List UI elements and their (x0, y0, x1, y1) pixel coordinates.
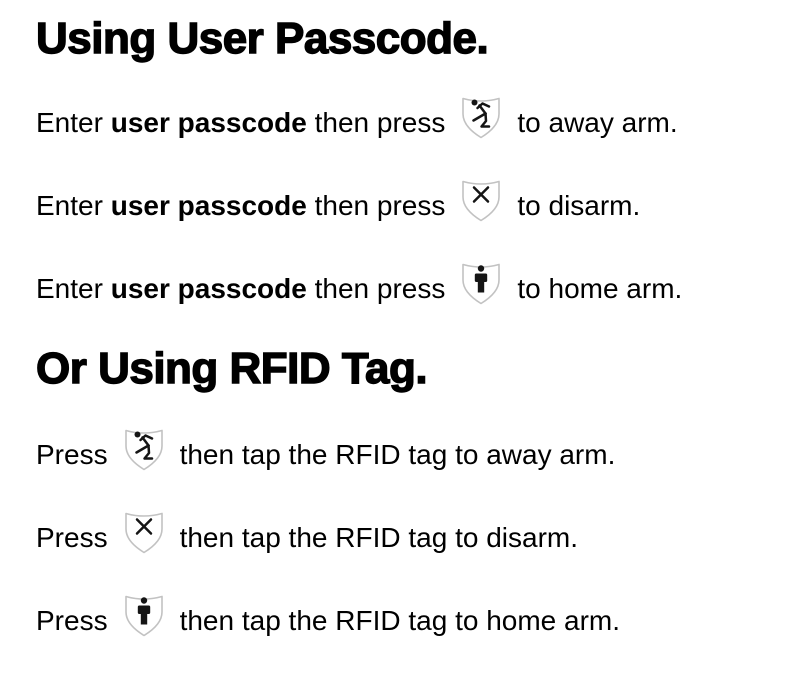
instruction-line-passcode-home: Enter user passcode then press to home a… (36, 261, 780, 317)
instruction-line-rfid-disarm: Press then tap the RFID tag to disarm. (36, 510, 780, 566)
instruction-text: then tap the RFID tag to away arm. (179, 439, 616, 471)
instruction-line-passcode-disarm: Enter user passcode then press to disarm… (36, 178, 780, 234)
instruction-text: Press (36, 522, 108, 554)
home-arm-shield-icon (462, 263, 501, 304)
disarm-shield-icon (462, 180, 501, 221)
instruction-text: then tap the RFID tag to disarm. (179, 522, 578, 554)
instruction-text: to away arm. (517, 106, 678, 138)
instruction-text: to home arm. (517, 272, 683, 304)
instruction-text: Enter user passcode then press (36, 106, 446, 138)
passcode-section-heading: Using User Passcode. (35, 13, 489, 63)
home-arm-shield-icon (124, 595, 163, 637)
disarm-shield-icon (124, 512, 163, 554)
rfid-section-heading: Or Using RFID Tag. (35, 343, 428, 393)
instruction-text: to disarm. (517, 189, 641, 221)
instruction-line-passcode-away: Enter user passcode then press to away a… (36, 95, 780, 151)
instruction-text: Enter user passcode then press (36, 272, 446, 304)
instruction-text: Enter user passcode then press (36, 189, 446, 221)
instruction-line-rfid-home: Press then tap the RFID tag to home arm. (36, 593, 780, 649)
instruction-text: Press (36, 439, 108, 471)
instruction-text: Press (36, 605, 108, 637)
instruction-line-rfid-away: Press then tap the RFID tag to away arm. (36, 427, 780, 483)
away-arm-shield-icon (124, 429, 163, 471)
instruction-text: then tap the RFID tag to home arm. (179, 605, 621, 637)
away-arm-shield-icon (462, 97, 501, 138)
